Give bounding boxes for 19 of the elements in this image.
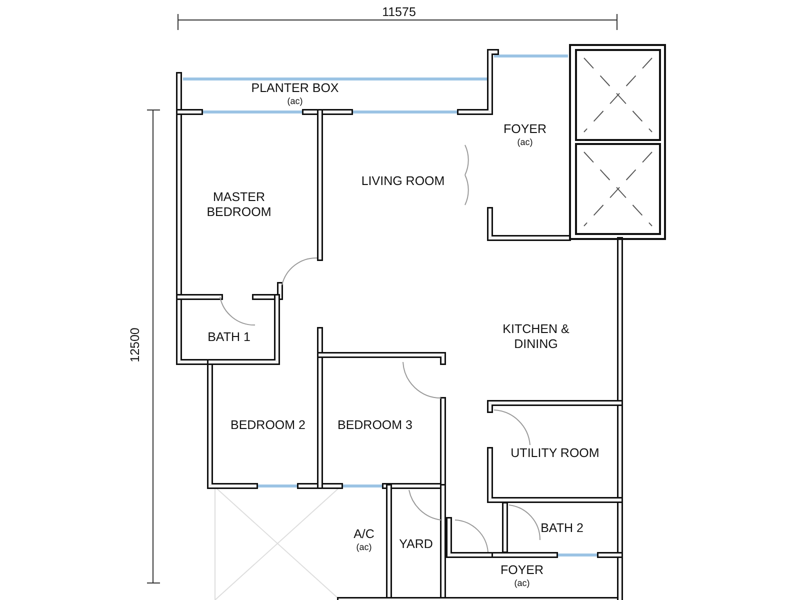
room-name: KITCHEN & DINING <box>502 322 570 352</box>
room-name: MASTER BEDROOM <box>206 190 272 220</box>
dimension-label: 11575 <box>382 5 416 19</box>
room-name: LIVING ROOM <box>361 174 445 188</box>
room-name: YARD <box>399 536 433 552</box>
room-name: FOYER <box>500 563 544 578</box>
room-note: (ac) <box>287 96 303 107</box>
room-name: BEDROOM 2 <box>230 418 306 432</box>
room-name: BEDROOM 3 <box>337 418 412 432</box>
room-name: A/C <box>354 527 374 542</box>
room-note: (ac) <box>514 578 530 589</box>
room-name: BATH 2 <box>540 520 584 536</box>
room-note: (ac) <box>356 542 372 553</box>
room-name: FOYER <box>503 122 547 137</box>
room-name: UTILITY ROOM <box>510 446 600 460</box>
room-name: PLANTER BOX <box>251 81 339 96</box>
room-note: (ac) <box>517 137 533 148</box>
dimension-label: 12500 <box>128 328 142 362</box>
room-name: BATH 1 <box>208 330 250 344</box>
